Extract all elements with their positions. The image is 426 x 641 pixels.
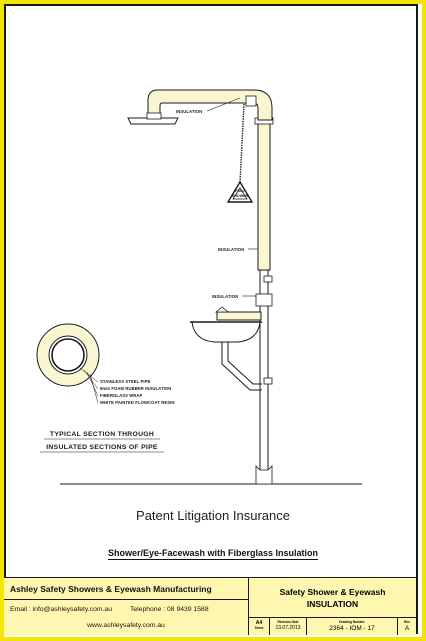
company-name: Ashley Safety Showers & Eyewash Manufact… <box>10 584 212 594</box>
drawing-number-cell: Drawing Number 2364 - IOM - 17 <box>307 618 398 635</box>
shower-label: SHOWER <box>232 194 249 198</box>
title-block-company: Ashley Safety Showers & Eyewash Manufact… <box>4 578 249 635</box>
drawing-number: 2364 - IOM - 17 <box>329 625 375 632</box>
section-layer-1: STAINLESS STEEL PIPE <box>100 379 151 384</box>
vertical-pipe <box>254 117 274 485</box>
insulation-label-bottom: INSULATION <box>212 294 238 299</box>
sheet-cell: A4 Sheet <box>249 618 270 635</box>
revision: A <box>404 625 410 632</box>
revision-cell: Rev A <box>398 618 416 635</box>
section-title-line1: TYPICAL SECTION THROUGH <box>50 431 154 438</box>
pipe-cross-section: STAINLESS STEEL PIPE 9mm FOAM RUBBER INS… <box>36 323 175 405</box>
section-title-line2: INSULATED SECTIONS OF PIPE <box>46 444 158 451</box>
shower-arm <box>127 89 273 125</box>
title-block: Ashley Safety Showers & Eyewash Manufact… <box>4 577 416 635</box>
sheet-label: Sheet <box>254 626 264 630</box>
telephone: Telephone : 08 9439 1588 <box>129 606 209 613</box>
email: Email : info@ashleysafety.com.au <box>10 606 112 613</box>
revision-date: 13.07.2013 <box>275 625 301 631</box>
revision-date-cell: Revision Date 13.07.2013 <box>270 618 307 635</box>
section-layer-4: WHITE PAINTED FLOWCOAT RESIN <box>100 400 175 405</box>
title-block-document: Safety Shower & Eyewash INSULATION A4 Sh… <box>249 578 416 635</box>
document-title: Safety Shower & Eyewash INSULATION <box>249 586 416 610</box>
drawing-subtitle: Shower/Eye-Facewash with Fiberglass Insu… <box>0 548 426 560</box>
eyewash-bowl <box>190 306 262 391</box>
pull-handle: PULL SHOWER <box>226 103 254 203</box>
revision-label: Rev <box>404 620 410 624</box>
drawing-meta-row: A4 Sheet Revision Date 13.07.2013 Drawin… <box>249 617 416 635</box>
insulation-callouts: INSULATION INSULATION INSULATION <box>176 97 258 299</box>
section-layer-3: FIBERGLASS WRAP <box>100 393 143 398</box>
contact-line: Email : info@ashleysafety.com.au Telephon… <box>10 606 209 613</box>
document-title-line2: INSULATION <box>306 599 359 609</box>
revision-date-label: Revision Date <box>277 620 299 624</box>
document-title-line1: Safety Shower & Eyewash <box>279 587 386 597</box>
section-layer-2: 9mm FOAM RUBBER INSULATION <box>100 386 171 391</box>
drawing-number-label: Drawing Number <box>339 620 365 624</box>
sheet-size: A4 <box>255 620 263 626</box>
website: www.ashleysafety.com.au <box>87 622 165 629</box>
insulation-label-top: INSULATION <box>176 109 202 114</box>
insulation-label-mid: INSULATION <box>218 247 244 252</box>
drawing-subtitle-text: Shower/Eye-Facewash with Fiberglass Insu… <box>107 548 319 560</box>
drawing-sheet <box>4 4 418 634</box>
section-title: TYPICAL SECTION THROUGH INSULATED SECTIO… <box>40 431 164 453</box>
pull-label: PULL <box>235 189 245 193</box>
divider <box>4 599 248 600</box>
caption: Patent Litigation Insurance <box>136 508 290 523</box>
